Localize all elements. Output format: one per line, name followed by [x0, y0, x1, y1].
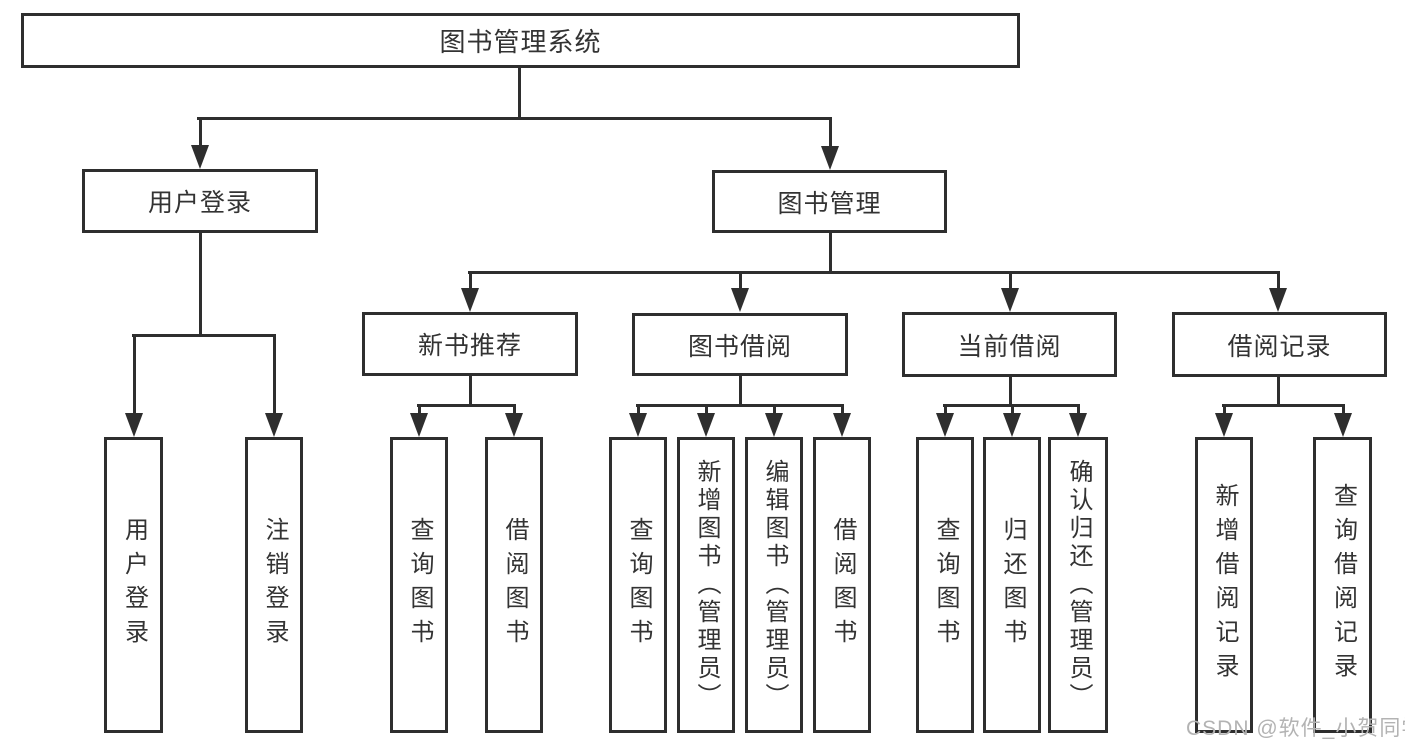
connector-line — [199, 117, 202, 149]
leaf-query-books-current: 查询图书 — [916, 437, 974, 733]
connector-line — [1222, 404, 1345, 407]
connector-line — [1077, 404, 1080, 418]
node-root: 图书管理系统 — [21, 13, 1020, 68]
arrow-down-icon — [1069, 413, 1087, 437]
csdn-watermark: CSDN @软件_小贺同学 — [1186, 717, 1405, 740]
connector-line — [705, 404, 708, 418]
leaf-add-borrow-record: 新增借阅记录 — [1195, 437, 1253, 733]
arrow-down-icon — [821, 146, 839, 170]
connector-line — [1277, 271, 1280, 291]
leaf-logout: 注销登录 — [245, 437, 303, 733]
connector-line — [469, 271, 472, 291]
arrow-down-icon — [1215, 413, 1233, 437]
node-new-book-recommend-label: 新书推荐 — [417, 332, 522, 360]
arrow-down-icon — [1003, 413, 1021, 437]
connector-line — [273, 334, 276, 416]
node-current-borrow: 当前借阅 — [902, 312, 1117, 377]
leaf-borrow-books-recommend: 借阅图书 — [485, 437, 543, 733]
arrow-down-icon — [1334, 413, 1352, 437]
connector-line — [197, 117, 832, 120]
connector-line — [1342, 404, 1345, 418]
connector-line — [1011, 404, 1014, 418]
arrow-down-icon — [505, 413, 523, 437]
node-user-login: 用户登录 — [82, 169, 318, 233]
connector-line — [133, 334, 136, 416]
connector-line — [739, 271, 742, 291]
connector-line — [199, 233, 202, 337]
arrow-down-icon — [1269, 288, 1287, 312]
node-borrow-records-label: 借阅记录 — [1227, 332, 1332, 361]
arrow-down-icon — [461, 288, 479, 312]
connector-line — [944, 404, 947, 418]
arrow-down-icon — [731, 288, 749, 312]
connector-line — [469, 375, 472, 406]
arrow-down-icon — [1001, 288, 1019, 312]
connector-line — [513, 404, 516, 418]
arrow-down-icon — [765, 413, 783, 437]
connector-line — [841, 404, 844, 418]
node-book-borrow-label: 图书借阅 — [687, 332, 792, 361]
node-current-borrow-label: 当前借阅 — [957, 332, 1062, 361]
arrow-down-icon — [191, 145, 209, 169]
connector-line — [739, 375, 742, 406]
connector-line — [829, 233, 832, 274]
connector-line — [1223, 404, 1226, 418]
node-book-management: 图书管理 — [712, 170, 947, 233]
connector-line — [417, 404, 516, 407]
connector-line — [418, 404, 421, 418]
arrow-down-icon — [125, 413, 143, 437]
connector-line — [637, 404, 640, 418]
connector-line — [1009, 271, 1012, 291]
node-book-management-label: 图书管理 — [777, 189, 882, 218]
arrow-down-icon — [265, 413, 283, 437]
node-root-label: 图书管理系统 — [439, 27, 602, 57]
leaf-add-book-admin: 新增图书（管理员） — [677, 437, 735, 733]
arrow-down-icon — [410, 413, 428, 437]
node-book-borrow: 图书借阅 — [632, 313, 848, 376]
arrow-down-icon — [833, 413, 851, 437]
connector-line — [636, 404, 844, 407]
node-borrow-records: 借阅记录 — [1172, 312, 1387, 377]
leaf-return-book: 归还图书 — [983, 437, 1041, 733]
leaf-borrow-books: 借阅图书 — [813, 437, 871, 733]
leaf-query-borrow-record: 查询借阅记录 — [1313, 437, 1372, 733]
arrow-down-icon — [936, 413, 954, 437]
connector-line — [518, 68, 521, 120]
leaf-edit-book-admin: 编辑图书（管理员） — [745, 437, 803, 733]
arrow-down-icon — [697, 413, 715, 437]
connector-line — [132, 334, 276, 337]
connector-line — [773, 404, 776, 418]
node-new-book-recommend: 新书推荐 — [362, 312, 578, 376]
leaf-confirm-return-admin: 确认归还（管理员） — [1048, 437, 1108, 733]
leaf-query-books-borrow: 查询图书 — [609, 437, 667, 733]
connector-line — [1009, 375, 1012, 406]
arrow-down-icon — [629, 413, 647, 437]
node-user-login-label: 用户登录 — [147, 189, 252, 217]
connector-line — [829, 117, 832, 149]
connector-line — [468, 271, 1280, 274]
leaf-query-books-recommend: 查询图书 — [390, 437, 448, 733]
leaf-user-login: 用户登录 — [104, 437, 163, 733]
connector-line — [1277, 375, 1280, 406]
